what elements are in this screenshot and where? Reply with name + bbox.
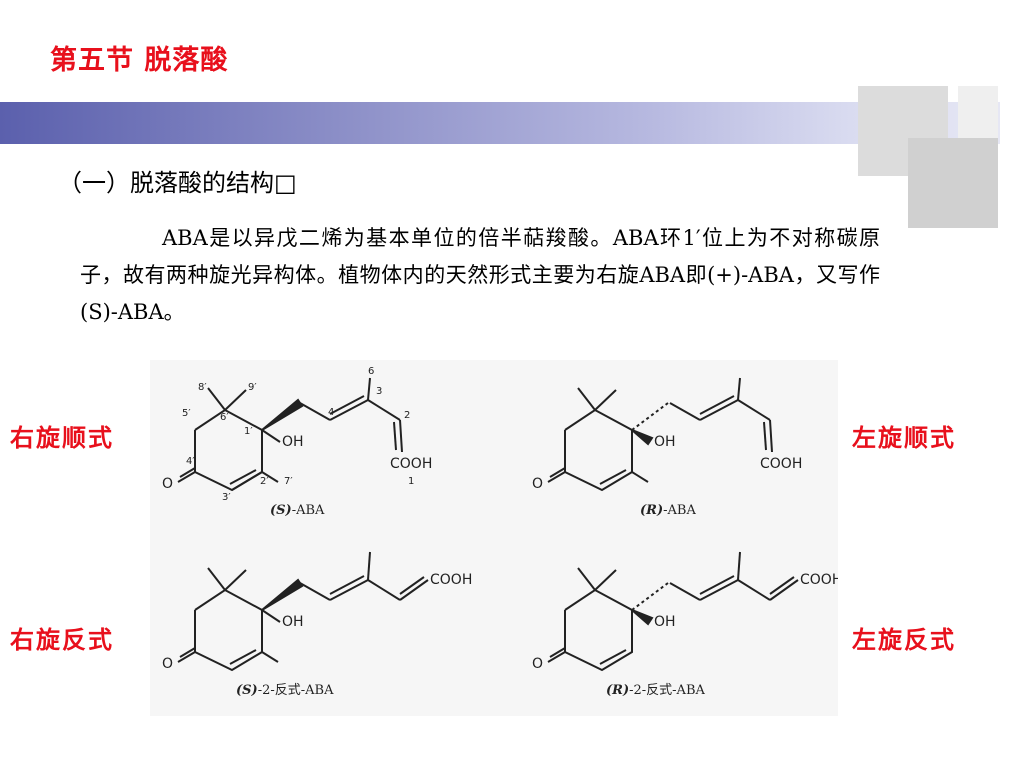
svg-text:4′: 4′ (186, 456, 195, 467)
label-right-cis: 右旋顺式 (10, 423, 114, 452)
structure-s-aba: OH COOH O (S)-ABA 8′ 9′ 6 3 5′ 6′ 1′ 4 2… (162, 366, 432, 518)
body-paragraph: ABA是以异戊二烯为基本单位的倍半萜羧酸。ABA环1′位上为不对称碳原子，故有两… (80, 226, 880, 324)
svg-text:(R)-ABA: (R)-ABA (640, 503, 696, 518)
svg-text:(R)-2-反式-ABA: (R)-2-反式-ABA (606, 683, 705, 698)
svg-text:5′: 5′ (182, 408, 191, 419)
r-aba-cooh: COOH (760, 456, 802, 472)
section-heading: （一）脱落酸的结构□ (58, 169, 297, 197)
structure-r-aba: OH COOH O (R)-ABA (532, 377, 802, 518)
svg-text:6′: 6′ (220, 412, 229, 423)
s-trans-o: O (162, 656, 173, 672)
svg-text:1′: 1′ (244, 426, 253, 437)
svg-text:2: 2 (404, 410, 410, 421)
label-left-trans: 左旋反式 (852, 625, 956, 654)
svg-text:8′: 8′ (198, 382, 207, 393)
r-trans-cooh: COOH (800, 572, 838, 588)
label-right-trans: 右旋反式 (10, 625, 114, 654)
svg-text:(S)-ABA: (S)-ABA (270, 503, 325, 518)
svg-text:4: 4 (328, 407, 334, 418)
structure-r-trans-aba: OH COOH O (R)-2-反式-ABA (532, 551, 838, 698)
svg-text:3: 3 (376, 386, 382, 397)
s-aba-oh: OH (282, 434, 304, 450)
header-band (0, 102, 1000, 144)
svg-text:7′: 7′ (284, 476, 293, 487)
s-trans-cooh: COOH (430, 572, 472, 588)
r-trans-o: O (532, 656, 543, 672)
s-trans-oh: OH (282, 614, 304, 630)
aba-structures-figure: OH COOH O (S)-ABA 8′ 9′ 6 3 5′ 6′ 1′ 4 2… (150, 360, 838, 716)
s-aba-o: O (162, 476, 173, 492)
svg-text:3′: 3′ (222, 492, 231, 503)
s-aba-cooh: COOH (390, 456, 432, 472)
decor-square-2 (908, 138, 998, 228)
decor-square-3 (958, 86, 998, 138)
svg-text:(S)-2-反式-ABA: (S)-2-反式-ABA (236, 683, 334, 698)
r-trans-oh: OH (654, 614, 676, 630)
svg-text:9′: 9′ (248, 382, 257, 393)
label-left-cis: 左旋顺式 (852, 423, 956, 452)
slide-title: 第五节 脱落酸 (50, 45, 229, 76)
svg-text:2′: 2′ (260, 476, 269, 487)
svg-text:6: 6 (368, 366, 374, 377)
r-aba-o: O (532, 476, 543, 492)
r-aba-oh: OH (654, 434, 676, 450)
svg-text:1: 1 (408, 476, 414, 487)
structure-s-trans-aba: OH COOH O (S)-2-反式-ABA (162, 551, 472, 698)
